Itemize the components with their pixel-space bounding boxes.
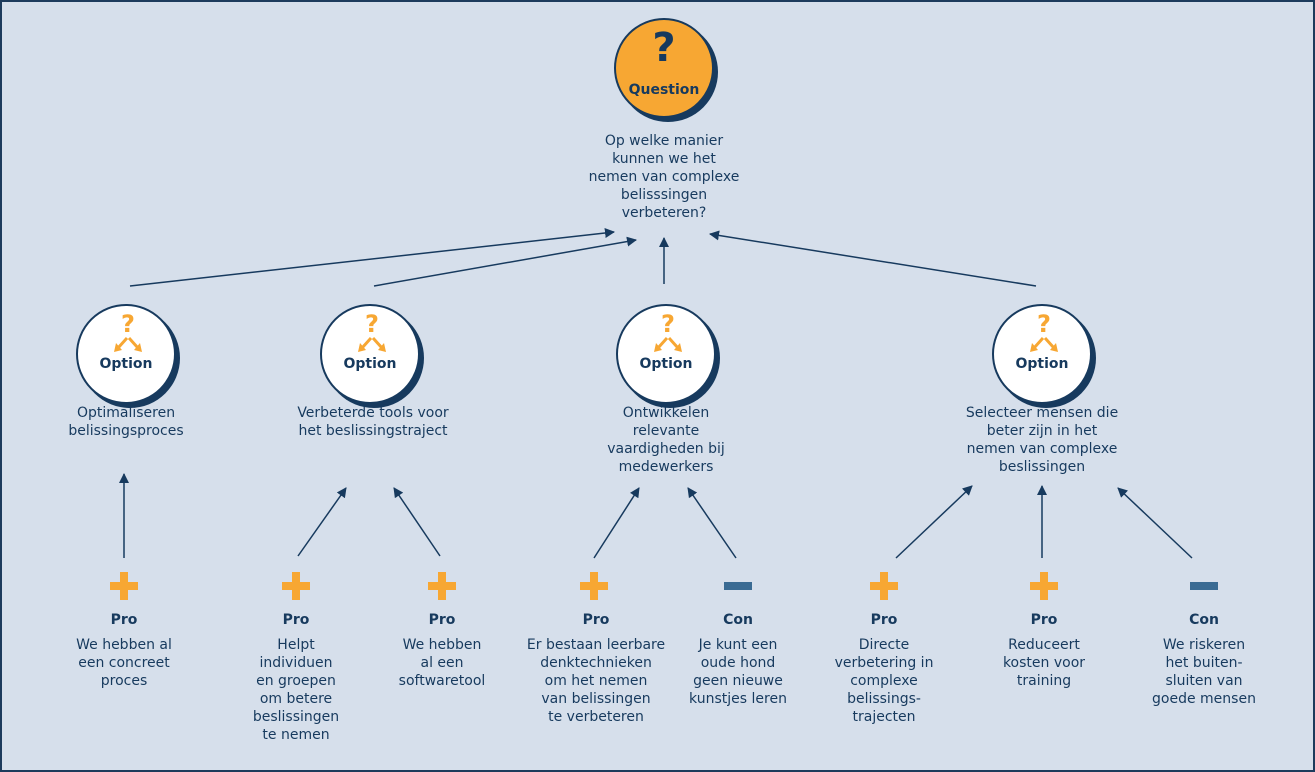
option-text-3: Ontwikkelen relevante vaardigheden bij m… xyxy=(607,405,725,475)
link-arg-3 xyxy=(393,487,441,557)
plus-icon xyxy=(428,572,456,600)
option-label: Option xyxy=(343,356,397,372)
question-label: Question xyxy=(628,82,700,98)
argument-text: Reduceert kosten voor training xyxy=(1002,637,1086,689)
option-node-3: ? Option xyxy=(616,304,720,408)
argument-text: Er bestaan leerbare denktechnieken om he… xyxy=(526,637,666,725)
question-node: ? Question xyxy=(614,18,718,122)
argument-kind: Pro xyxy=(110,612,138,628)
option-label: Option xyxy=(1015,356,1069,372)
split-arrows-icon: ? xyxy=(358,310,386,352)
plus-icon xyxy=(580,572,608,600)
link-arg-8 xyxy=(1117,487,1193,559)
option-label: Option xyxy=(639,356,693,372)
question-text: Op welke manier kunnen we het nemen van … xyxy=(588,133,740,221)
svg-text:?: ? xyxy=(661,310,675,338)
svg-text:?: ? xyxy=(365,310,379,338)
link-option-2-to-question xyxy=(373,236,637,287)
plus-icon xyxy=(282,572,310,600)
split-arrows-icon: ? xyxy=(654,310,682,352)
link-arg-5 xyxy=(687,487,737,559)
plus-icon xyxy=(1030,572,1058,600)
plus-icon xyxy=(110,572,138,600)
minus-icon xyxy=(1190,582,1218,590)
argument-text: We riskeren het buiten- sluiten van goed… xyxy=(1152,637,1256,707)
argument-kind: Pro xyxy=(1030,612,1058,628)
argument-kind: Pro xyxy=(282,612,310,628)
argument-text: Je kunt een oude hond geen nieuwe kunstj… xyxy=(689,637,787,707)
link-option-1-to-question xyxy=(129,228,615,287)
option-node-4: ? Option xyxy=(992,304,1096,408)
option-label: Option xyxy=(99,356,153,372)
argument-kind: Con xyxy=(723,612,753,628)
split-arrows-icon: ? xyxy=(114,310,142,352)
option-text-1: Optimaliseren belissingsproces xyxy=(68,405,184,439)
option-text-2: Verbeterde tools voor het beslissingstra… xyxy=(297,405,449,439)
argument-text: Helpt individuen en groepen om betere be… xyxy=(252,637,340,743)
option-node-2: ? Option xyxy=(320,304,424,408)
argument-kind: Pro xyxy=(428,612,456,628)
argument-text: We hebben al een concreet proces xyxy=(76,637,172,689)
argument-text: We hebben al een softwaretool xyxy=(398,637,486,689)
link-arg-6 xyxy=(895,485,973,559)
question-mark-icon: ? xyxy=(652,25,676,71)
link-arg-4 xyxy=(593,487,640,559)
argument-kind: Con xyxy=(1189,612,1219,628)
link-option-4-to-question xyxy=(709,230,1037,287)
split-arrows-icon: ? xyxy=(1030,310,1058,352)
svg-text:?: ? xyxy=(121,310,135,338)
plus-icon xyxy=(870,572,898,600)
link-arg-2 xyxy=(297,487,347,557)
option-node-1: ? Option xyxy=(76,304,180,408)
argument-text: Directe verbetering in complexe belissin… xyxy=(834,637,934,725)
argument-kind: Pro xyxy=(870,612,898,628)
minus-icon xyxy=(724,582,752,590)
svg-text:?: ? xyxy=(1037,310,1051,338)
option-text-4: Selecteer mensen die beter zijn in het n… xyxy=(965,405,1119,475)
argument-kind: Pro xyxy=(582,612,610,628)
